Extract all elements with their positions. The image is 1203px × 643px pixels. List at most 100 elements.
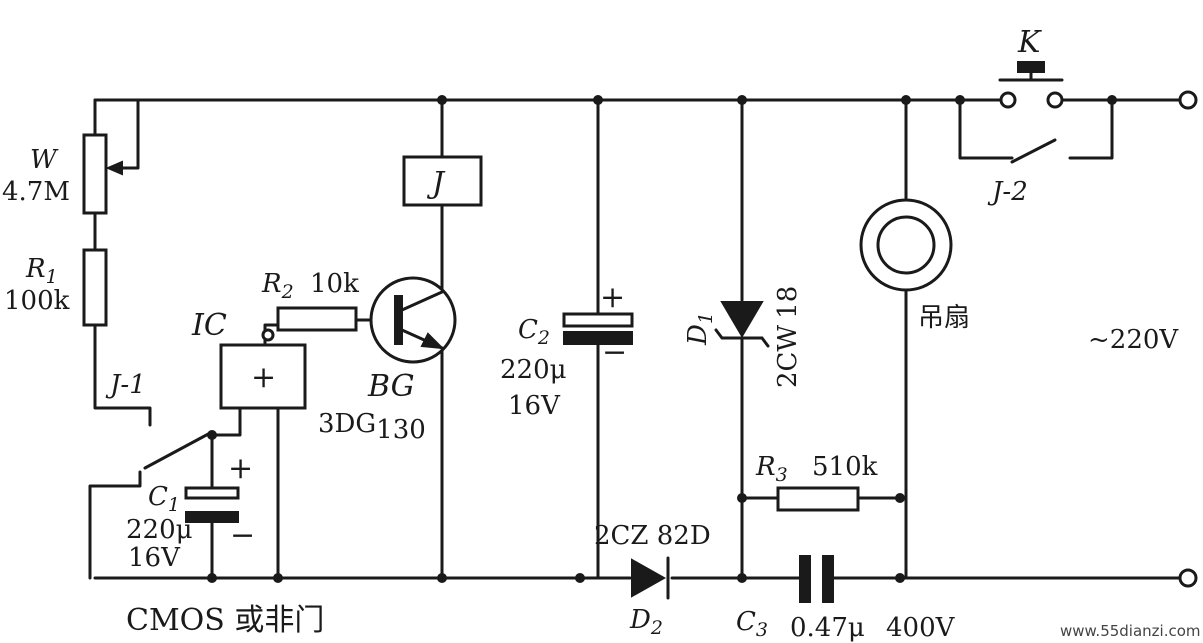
transistor-bg-collector [400, 290, 444, 312]
junction-dot [737, 573, 747, 583]
c3-sub-text: 3 [756, 619, 768, 641]
r3-sub-text: 3 [776, 464, 788, 486]
d2-type-label: 2CZ 82D [594, 521, 711, 551]
junction-dot [955, 95, 965, 105]
c1-value-label: 220μ [126, 515, 193, 545]
r2-value-label: 10k [310, 269, 359, 299]
c1-name-text: C [148, 482, 168, 512]
capacitor-c3-plate-right [822, 555, 834, 603]
c3-name-label: C3 [736, 607, 768, 641]
junction-dots [207, 95, 1117, 583]
terminal-top [1178, 90, 1198, 110]
switch-k-contact-left [999, 91, 1017, 109]
c1-node-wire [210, 406, 242, 580]
junction-dot [437, 573, 447, 583]
r3-name-label: R3 [755, 452, 788, 486]
transistor-emitter-arrow-icon [420, 332, 445, 350]
c2-voltage-label: 16V [508, 391, 561, 421]
c3-name-text: C [736, 607, 756, 637]
d1-type-label: 2CW18 [773, 286, 803, 388]
d2-name-label: D2 [629, 605, 663, 639]
r1-name-label: R1 [25, 254, 58, 288]
junction-dot [901, 95, 911, 105]
c2-plus-sign: + [600, 280, 625, 315]
ic-plus-sign: + [251, 360, 276, 395]
d2-name-text: D [629, 605, 651, 635]
w-wiper-arrow-icon [105, 160, 123, 176]
j2-switch-blade [1010, 138, 1057, 164]
capacitor-c2-plate-top [562, 312, 634, 328]
r3-name-text: R [755, 452, 776, 482]
capacitor-c1-plate-bottom [185, 511, 239, 523]
c2-name-text: C [518, 315, 538, 345]
c1-minus-sign: − [230, 518, 255, 553]
junction-dot [273, 573, 283, 583]
d1-name-label: D1 [683, 312, 717, 346]
c1-voltage-label: 16V [128, 543, 181, 573]
transistor-bg-base [394, 295, 403, 345]
capacitor-c2-plate-bottom [563, 331, 633, 345]
junction-dot [895, 493, 905, 503]
relay-coil-j [402, 155, 483, 207]
left-branch-wire [93, 98, 152, 427]
resistor-r2 [276, 306, 358, 332]
d2-sub-text: 2 [650, 617, 663, 639]
supply-label: ~220V [1088, 325, 1179, 355]
junction-dot [207, 430, 217, 440]
fan-label: 吊扇 [918, 303, 970, 333]
switch-k-label: K [1017, 25, 1042, 60]
d1-type-text: 2CW [773, 325, 803, 388]
r2-name-label: R2 [261, 269, 294, 303]
c2-name-label: C2 [518, 315, 550, 349]
fan-symbol-inner [876, 215, 936, 275]
w-wiper-wire [110, 98, 140, 170]
c1-plus-sign: + [228, 451, 253, 486]
junction-dot [737, 95, 747, 105]
d1-type-sub-text: 18 [773, 286, 803, 319]
c2-value-label: 220μ [500, 355, 567, 385]
ic-label: IC [191, 308, 227, 343]
w-name-label: W [30, 145, 59, 175]
junction-dot [575, 573, 585, 583]
resistor-r3 [776, 486, 860, 512]
wires [88, 98, 1187, 580]
bg-type-label: 3DG130 [318, 409, 426, 445]
bg-type-text: 3DG [318, 409, 376, 439]
capacitor-c1-plate-top [184, 486, 240, 500]
r1-name-text: R [25, 254, 46, 284]
w-value-label: 4.7M [2, 177, 70, 207]
bg-sub-text: 130 [376, 415, 426, 445]
j2-wire [958, 98, 1114, 160]
c3-voltage-label: 400V [886, 613, 956, 643]
capacitor-c3-plate-left [799, 555, 811, 603]
bg-name-label: BG [367, 369, 415, 404]
c2-minus-sign: − [602, 335, 627, 370]
r1-value-label: 100k [4, 286, 70, 316]
ic-output-bubble [261, 328, 275, 342]
potentiometer-w [82, 133, 108, 215]
terminal-bottom [1178, 568, 1198, 588]
junction-dot [895, 573, 905, 583]
c2-sub-text: 2 [537, 327, 550, 349]
switch-k-contact-right [1046, 91, 1064, 109]
c3-value-label: 0.47μ [790, 613, 865, 643]
junction-dot [207, 573, 217, 583]
resistor-r1 [82, 248, 108, 327]
d1-name-text: D [683, 324, 713, 346]
junction-dot [593, 95, 603, 105]
caption-label: CMOS 或非门 [126, 603, 324, 638]
r2-name-text: R [261, 269, 282, 299]
d1-sub-text: 1 [695, 312, 717, 324]
zener-d1 [720, 301, 764, 338]
r3-value-label: 510k [812, 452, 878, 482]
junction-dot [1107, 95, 1117, 105]
j2-label: J-2 [987, 177, 1028, 207]
switch-k-button [1017, 61, 1045, 73]
c1-name-label: C1 [148, 482, 180, 516]
diode-d2 [631, 558, 667, 598]
junction-dot [437, 95, 447, 105]
j1-switch-blade [143, 430, 214, 470]
watermark-text: www.55dianzi.com [1060, 622, 1201, 640]
c1-sub-text: 1 [168, 494, 180, 516]
